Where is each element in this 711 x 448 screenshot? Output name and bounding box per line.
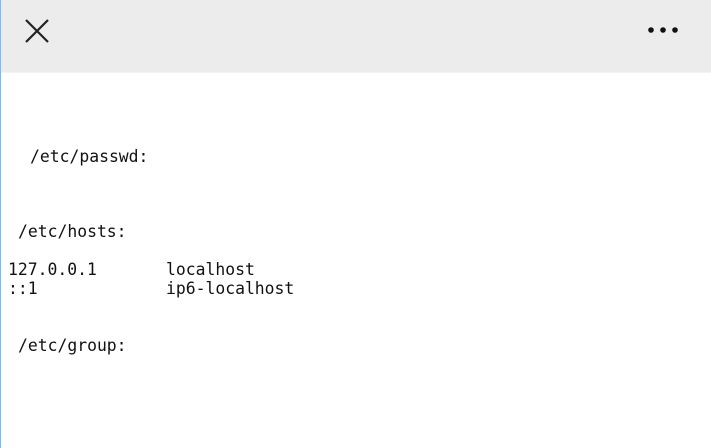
passwd-heading: /etc/passwd: <box>30 147 149 166</box>
more-options-button[interactable] <box>643 20 683 40</box>
hosts-entry-address: ::1 <box>8 279 38 298</box>
toolbar <box>1 0 711 73</box>
hosts-heading: /etc/hosts: <box>18 222 127 241</box>
hosts-entry-address: 127.0.0.1 <box>8 260 97 279</box>
close-button[interactable] <box>23 16 53 46</box>
hosts-entry-name: ip6-localhost <box>166 279 295 298</box>
group-heading: /etc/group: <box>18 336 127 355</box>
window-edge <box>0 0 1 448</box>
more-options-icon <box>648 27 678 33</box>
hosts-entry-name: localhost <box>166 260 255 279</box>
close-icon <box>25 19 49 43</box>
